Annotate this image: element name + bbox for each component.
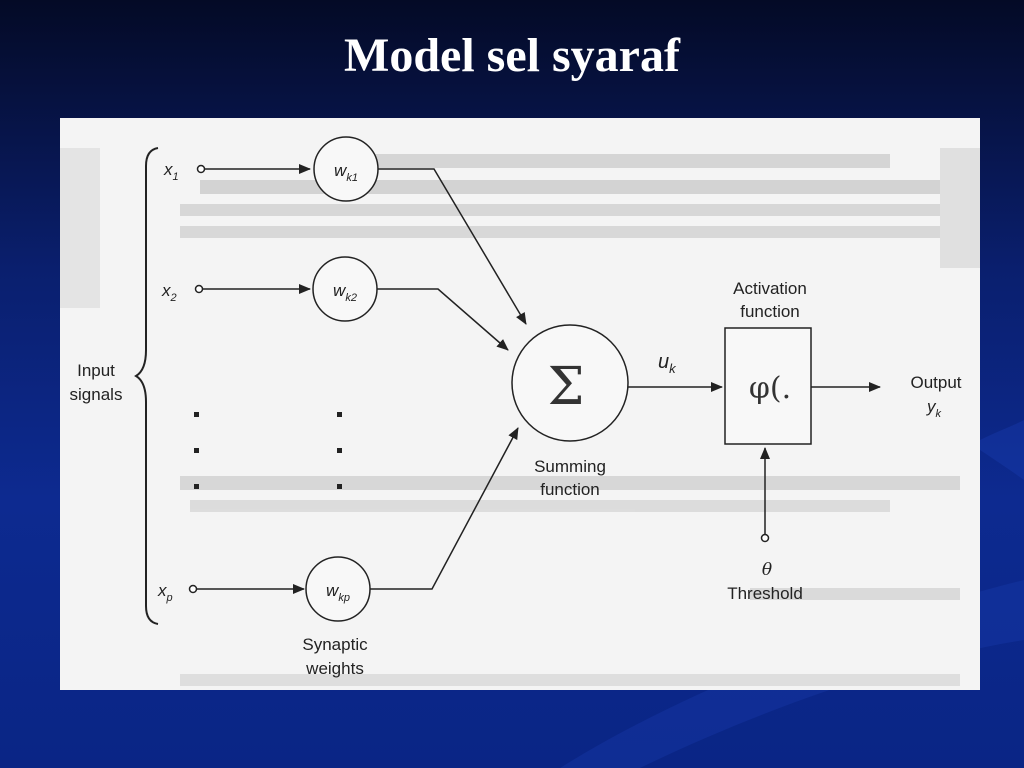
synaptic-weights-label-line2: weights — [305, 659, 364, 678]
input-x2-node — [194, 284, 204, 294]
slide-title: Model sel syaraf — [344, 29, 680, 82]
weight-wkp-label: wkp — [326, 581, 350, 604]
threshold-label: Threshold — [727, 584, 803, 603]
threshold-symbol: θ — [762, 560, 772, 580]
neuron-diagram-svg: Input signals x1 wk1 x2 wk2 xp wkp — [60, 136, 980, 686]
summing-symbol: Σ — [548, 357, 585, 417]
summing-junction — [511, 324, 629, 442]
input-signals-label-line1: Input — [77, 361, 115, 380]
activation-input-uk-label: uk — [658, 351, 677, 376]
output-yk-label: yk — [926, 397, 942, 420]
input-xp-node — [188, 584, 198, 594]
synaptic-weights-label-line1: Synaptic — [302, 635, 368, 654]
output-label: Output — [910, 373, 961, 392]
input-x2-label: x2 — [161, 281, 177, 304]
neuron-diagram: Input signals x1 wk1 x2 wk2 xp wkp — [60, 118, 980, 690]
input-xp-label: xp — [157, 581, 173, 604]
input-x1-node — [196, 164, 206, 174]
weight-wkp-to-sum-arrow — [370, 427, 519, 590]
activation-symbol: φ(. — [749, 371, 791, 406]
weight-wk1-label: wk1 — [334, 161, 358, 184]
activation-function-box — [724, 327, 812, 445]
weight-wk2-to-sum-arrow — [377, 288, 509, 351]
activation-function-label-line2: function — [740, 302, 800, 321]
threshold-node — [760, 533, 770, 543]
activation-function-label-line1: Activation — [733, 279, 807, 298]
input-x1-label: x1 — [163, 160, 179, 183]
ellipsis-dots — [194, 412, 342, 489]
scan-ghost-text — [60, 148, 980, 686]
summing-function-label-line1: Summing — [534, 457, 606, 476]
summing-function-label-line2: function — [540, 480, 600, 499]
weight-wk2-label: wk2 — [333, 281, 357, 304]
input-signals-label-line2: signals — [70, 385, 123, 404]
weight-wk1-to-sum-arrow — [378, 168, 527, 325]
input-brace — [134, 147, 159, 625]
